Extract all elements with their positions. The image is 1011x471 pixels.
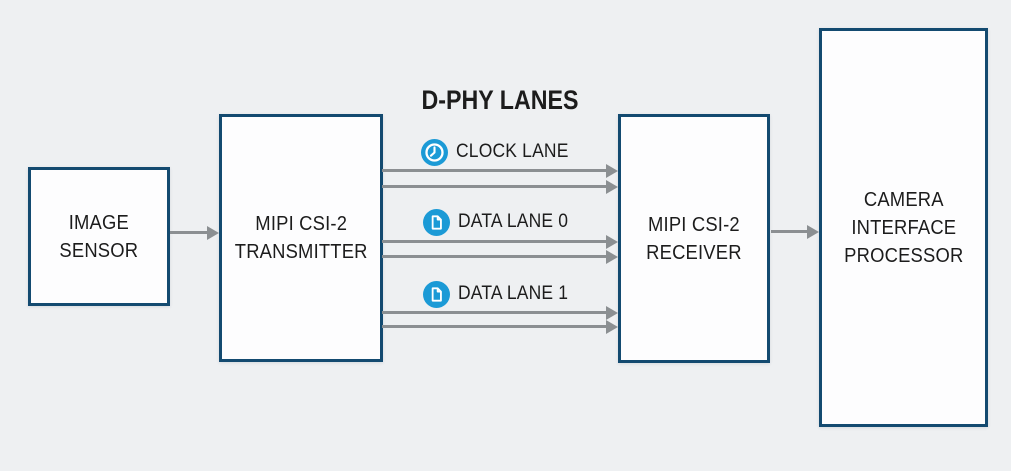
- clock-lane-row: CLOCK LANE: [382, 138, 618, 166]
- data-lane-1-line-2: [382, 319, 618, 334]
- mipi-csi2-receiver-box: MIPI CSI-2 RECEIVER: [618, 114, 770, 363]
- sensor-to-transmitter-arrow: [170, 225, 219, 240]
- image-sensor-label: IMAGE SENSOR: [59, 211, 139, 262]
- data-lane-1-row: DATA LANE 1: [382, 280, 618, 308]
- clock-icon: [421, 138, 449, 166]
- clock-lane-label: CLOCK LANE: [456, 141, 569, 162]
- camera-interface-processor-box: CAMERA INTERFACE PROCESSOR: [819, 28, 988, 427]
- image-sensor-box: IMAGE SENSOR: [28, 167, 170, 306]
- clock-lane-line-2: [382, 179, 618, 194]
- document-icon: [422, 280, 450, 308]
- data-lane-0-line-1: [382, 234, 618, 249]
- data-lane-0-row: DATA LANE 0: [382, 208, 618, 236]
- data-lane-0-line-2: [382, 249, 618, 264]
- mipi-csi2-transmitter-label: MIPI CSI-2 TRANSMITTER: [234, 213, 368, 263]
- data-lane-0-label: DATA LANE 0: [457, 211, 568, 232]
- document-icon-circle: [422, 208, 450, 236]
- clock-lane-line-1: [382, 163, 618, 178]
- camera-interface-processor-label: CAMERA INTERFACE PROCESSOR: [843, 188, 964, 267]
- document-icon: [422, 208, 450, 236]
- data-lane-1-line-1: [382, 305, 618, 320]
- data-lane-1-label: DATA LANE 1: [457, 283, 568, 304]
- mipi-csi2-receiver-label: MIPI CSI-2 RECEIVER: [646, 213, 742, 264]
- dphy-lanes-title: D-PHY LANES: [421, 85, 579, 115]
- document-icon-circle: [422, 280, 450, 308]
- receiver-to-processor-arrow: [771, 224, 819, 239]
- mipi-csi2-transmitter-box: MIPI CSI-2 TRANSMITTER: [219, 114, 383, 362]
